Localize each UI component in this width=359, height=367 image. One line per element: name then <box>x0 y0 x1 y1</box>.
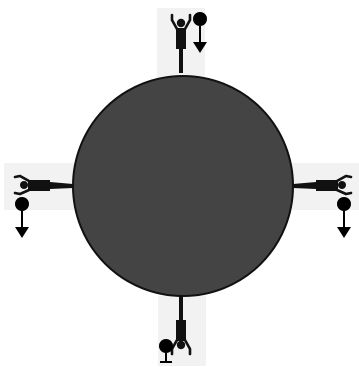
right-person-figure <box>293 176 351 194</box>
right-ball-with-down-arrow <box>337 197 351 238</box>
bottom-person-figure <box>172 296 190 354</box>
bottom-ball-on-stand <box>159 339 173 362</box>
top-person-figure <box>172 15 190 73</box>
left-ball-with-down-arrow <box>15 197 29 238</box>
left-person-figure <box>15 176 73 194</box>
planet-circle <box>73 76 293 296</box>
top-ball-with-down-arrow <box>193 12 207 53</box>
